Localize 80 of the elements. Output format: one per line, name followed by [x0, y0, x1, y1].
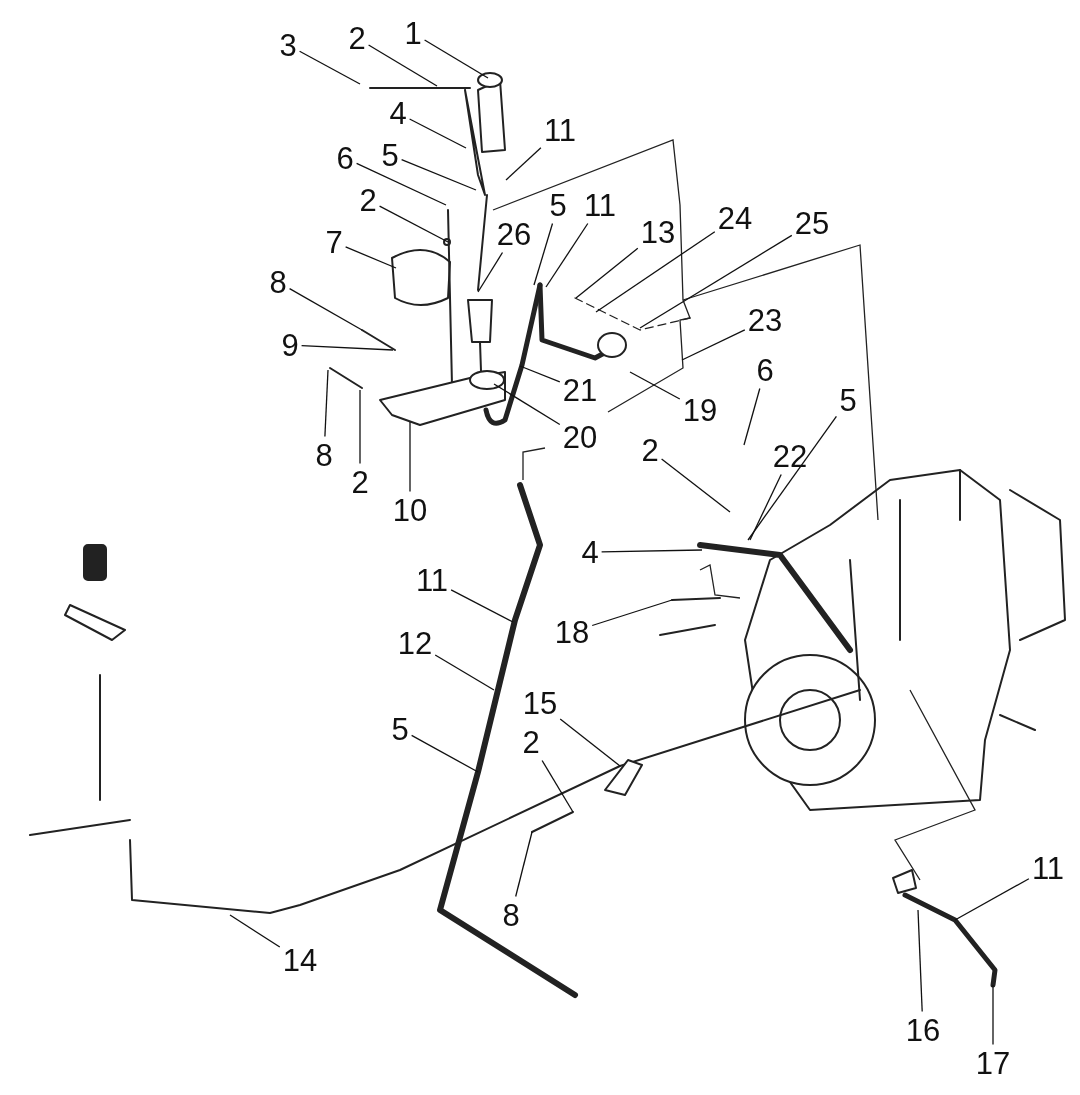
leader-line — [591, 599, 673, 627]
leader-line — [410, 734, 479, 773]
callout-number: 24 — [716, 201, 754, 235]
leader-line — [595, 231, 716, 313]
callout-number: 26 — [495, 217, 533, 251]
callout-number: 9 — [280, 328, 300, 362]
callout-number: 19 — [681, 393, 719, 427]
leader-line — [505, 147, 542, 181]
callout-number: 2 — [640, 433, 660, 467]
callout-number: 21 — [561, 373, 599, 407]
callout-number: 3 — [278, 28, 298, 62]
callout-number: 22 — [771, 439, 809, 473]
callout-number: 5 — [548, 188, 568, 222]
callout-number: 11 — [414, 563, 450, 597]
callout-number: 13 — [639, 215, 677, 249]
leader-line — [298, 50, 361, 85]
leader-line — [519, 365, 561, 383]
callout-number: 6 — [335, 141, 355, 175]
leader-line — [747, 415, 838, 541]
callout-number: 23 — [746, 303, 784, 337]
leader-line — [743, 387, 761, 446]
leader-line — [434, 654, 495, 691]
callout-number: 5 — [838, 383, 858, 417]
leader-line — [575, 247, 639, 299]
leader-line — [477, 251, 504, 293]
leader-line — [660, 458, 731, 513]
leader-line — [600, 549, 703, 553]
leader-line — [954, 878, 1030, 921]
callout-number: 8 — [501, 898, 521, 932]
callout-number: 10 — [391, 493, 429, 527]
leader-line — [409, 421, 411, 493]
leader-line — [288, 287, 363, 331]
leader-line — [450, 589, 514, 623]
leader-line — [533, 222, 554, 286]
callout-number: 2 — [347, 21, 367, 55]
leader-line — [629, 371, 681, 400]
callout-number: 4 — [388, 96, 408, 130]
callout-number: 16 — [904, 1013, 942, 1047]
callout-number: 8 — [314, 438, 334, 472]
leader-line — [992, 984, 994, 1046]
callout-number: 25 — [793, 206, 831, 240]
callout-number: 2 — [521, 725, 541, 759]
callout-number: 15 — [521, 686, 559, 720]
callout-number: 12 — [396, 626, 434, 660]
callout-number: 6 — [755, 353, 775, 387]
leader-line — [639, 234, 793, 329]
leader-line — [515, 831, 533, 898]
callout-number: 4 — [580, 535, 600, 569]
callout-number: 18 — [553, 615, 591, 649]
callout-number: 1 — [403, 16, 423, 50]
leader-line — [378, 205, 449, 243]
leader-line — [229, 914, 281, 948]
leader-line — [917, 909, 923, 1013]
leader-line — [541, 759, 574, 813]
leader-line — [493, 383, 561, 426]
callout-number: 2 — [350, 465, 370, 499]
callout-number: 11 — [542, 113, 578, 147]
leader-line — [400, 159, 477, 191]
leader-line — [300, 344, 394, 351]
callout-number: 17 — [974, 1046, 1012, 1080]
leader-line — [749, 473, 782, 541]
callout-number: 20 — [561, 420, 599, 454]
callout-number: 8 — [268, 265, 288, 299]
callout-number: 5 — [380, 138, 400, 172]
leader-line — [559, 718, 621, 767]
callout-number: 2 — [358, 183, 378, 217]
callout-number: 14 — [281, 943, 319, 977]
leader-line — [324, 369, 329, 438]
callout-number: 11 — [1030, 851, 1066, 885]
callout-number: 7 — [324, 225, 344, 259]
leader-line — [423, 39, 489, 79]
leader-line — [355, 162, 447, 206]
leader-line — [545, 222, 589, 288]
leader-line — [367, 44, 438, 87]
leader-line — [359, 389, 361, 465]
leader-line — [681, 329, 746, 361]
leader-line — [408, 118, 467, 149]
callout-number: 5 — [390, 712, 410, 746]
callout-number: 11 — [582, 188, 618, 222]
leader-line — [344, 246, 397, 269]
